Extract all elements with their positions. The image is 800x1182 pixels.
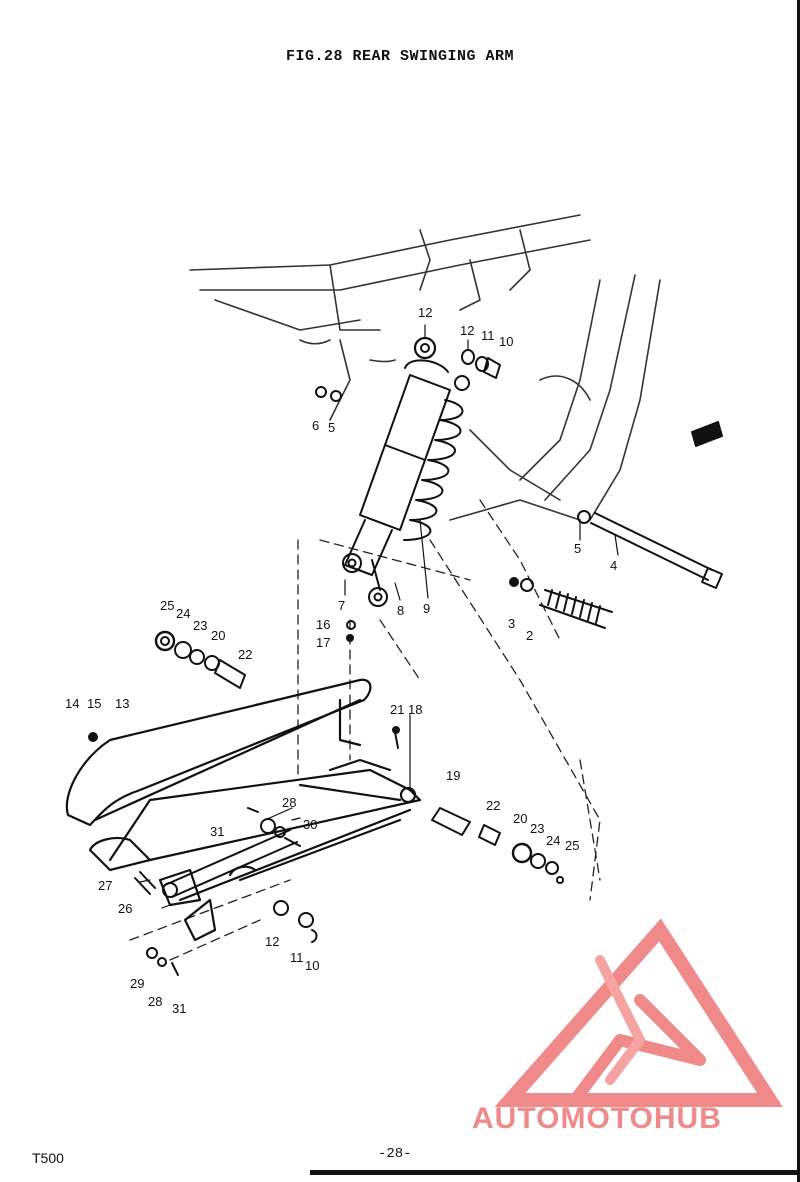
callout: 25 bbox=[160, 598, 174, 613]
callout: 9 bbox=[423, 601, 430, 616]
shock-mount-parts bbox=[315, 349, 501, 402]
callout: 12 bbox=[418, 305, 432, 320]
callout: 3 bbox=[508, 616, 515, 631]
swing-arm-cross-tube bbox=[162, 829, 298, 898]
callout: 5 bbox=[574, 541, 581, 556]
figure-title: FIG.28 REAR SWINGING ARM bbox=[285, 48, 515, 65]
left-bushing-stack bbox=[154, 630, 246, 689]
callout: 15 bbox=[87, 696, 101, 711]
callout: 20 bbox=[211, 628, 225, 643]
callout: 24 bbox=[176, 606, 190, 621]
footer-rule bbox=[310, 1170, 800, 1175]
automotohub-logo: AUTOMOTOHUB bbox=[472, 918, 783, 1135]
callout: 7 bbox=[338, 598, 345, 613]
callout-labels: 12 12 11 10 6 5 7 8 9 5 4 3 2 16 17 25 2… bbox=[65, 305, 617, 1016]
swing-arm bbox=[65, 678, 422, 942]
callout: 2 bbox=[526, 628, 533, 643]
callout: 10 bbox=[499, 334, 513, 349]
pivot-sleeve bbox=[509, 577, 613, 629]
callout: 31 bbox=[172, 1001, 186, 1016]
callout: 10 bbox=[305, 958, 319, 973]
callout: 18 bbox=[408, 702, 422, 717]
callout: 25 bbox=[565, 838, 579, 853]
callout: 12 bbox=[460, 323, 474, 338]
callout: 6 bbox=[312, 418, 319, 433]
shock-absorber bbox=[342, 336, 470, 607]
swingarm-pivot-bolt bbox=[577, 510, 723, 589]
callout: 21 bbox=[390, 702, 404, 717]
callout-leader-lines bbox=[139, 324, 619, 909]
page-number: -28- bbox=[378, 1146, 412, 1162]
callout: 14 bbox=[65, 696, 79, 711]
callout: 8 bbox=[397, 603, 404, 618]
callout: 17 bbox=[316, 635, 330, 650]
callout: 24 bbox=[546, 833, 560, 848]
model-code: T500 bbox=[32, 1150, 64, 1166]
callout: 28 bbox=[282, 795, 296, 810]
callout: 19 bbox=[446, 768, 460, 783]
frame-arrow-icon bbox=[691, 421, 723, 447]
right-bushing-stack bbox=[431, 807, 564, 884]
callout: 4 bbox=[610, 558, 617, 573]
callout: 11 bbox=[481, 328, 495, 343]
frame-outline bbox=[189, 214, 661, 521]
small-hardware bbox=[88, 620, 400, 976]
callout: 20 bbox=[513, 811, 527, 826]
callout: 13 bbox=[115, 696, 129, 711]
callout: 31 bbox=[210, 824, 224, 839]
callout: 26 bbox=[118, 901, 132, 916]
callout: 16 bbox=[316, 617, 330, 632]
watermark-brand: AUTOMOTOHUB bbox=[472, 1102, 722, 1135]
callout: 30 bbox=[303, 817, 317, 832]
callout: 27 bbox=[98, 878, 112, 893]
callout: 22 bbox=[238, 647, 252, 662]
callout: 12 bbox=[265, 934, 279, 949]
callout: 23 bbox=[193, 618, 207, 633]
callout: 23 bbox=[530, 821, 544, 836]
callout: 11 bbox=[290, 950, 304, 965]
callout: 29 bbox=[130, 976, 144, 991]
assembly-guide-lines bbox=[129, 499, 601, 961]
page-edge bbox=[797, 0, 800, 1182]
callout: 22 bbox=[486, 798, 500, 813]
callout: 5 bbox=[328, 420, 335, 435]
callout: 28 bbox=[148, 994, 162, 1009]
